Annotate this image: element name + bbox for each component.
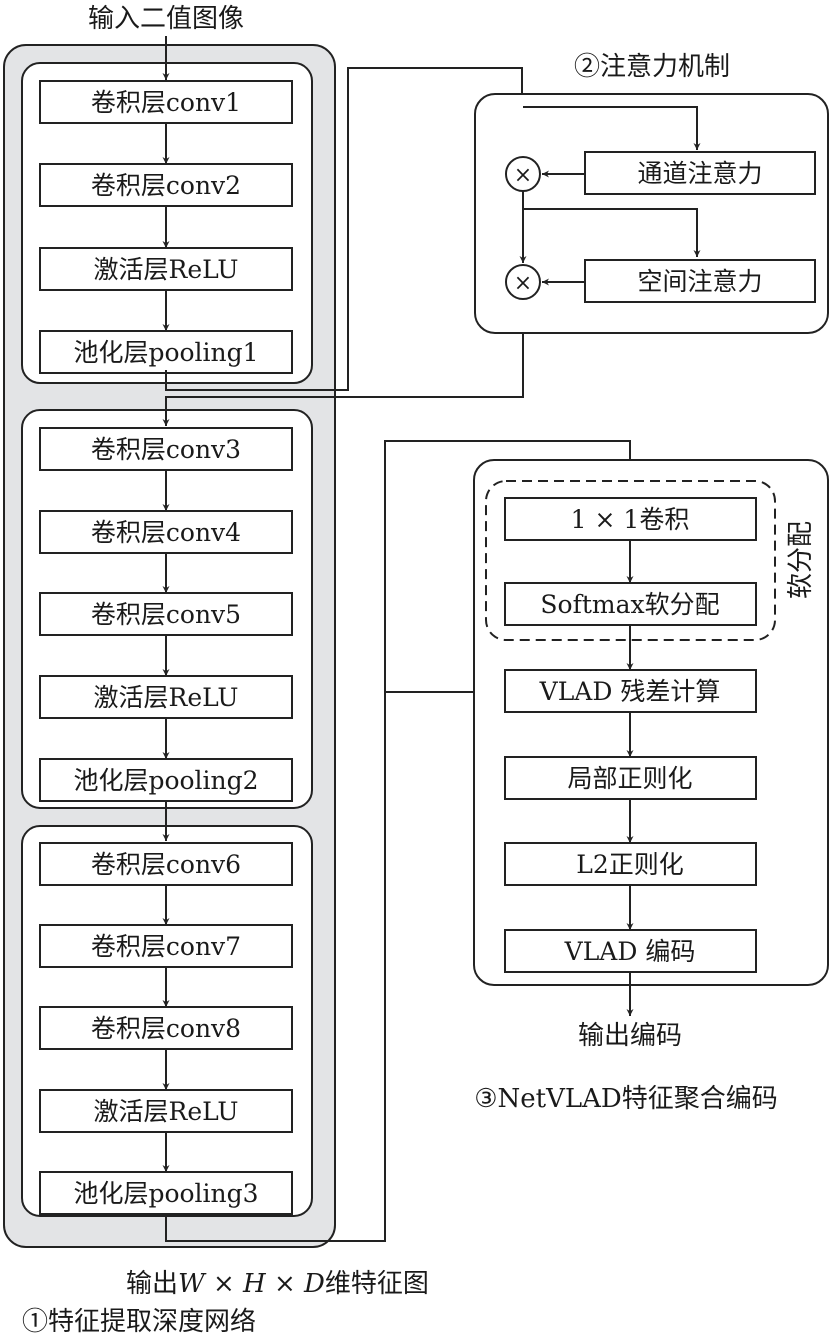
channel-multiply-node: × [505, 156, 541, 192]
netvlad-step-box [504, 929, 757, 973]
multiply-icon: × [514, 271, 532, 296]
layer-label: 池化层pooling2 [73, 766, 258, 795]
pool1-to-attention-connector [165, 67, 526, 391]
layer-label: 池化层pooling3 [73, 1179, 258, 1208]
netvlad-step-label: L2正则化 [576, 850, 684, 879]
layer-box [39, 1006, 293, 1050]
spatial-multiply-node: × [505, 264, 541, 300]
netvlad-step-label: 1 × 1卷积 [571, 505, 690, 534]
spatial-attention-tap [523, 208, 701, 257]
netvlad-step-box [504, 582, 757, 626]
layer-label: 卷积层conv3 [91, 435, 241, 464]
netvlad-output-label: 输出编码 [578, 1021, 682, 1051]
layer-box [39, 330, 293, 374]
channel-attention-label: 通道注意力 [637, 159, 762, 188]
netvlad-step-label: VLAD 编码 [564, 937, 696, 966]
netvlad-step-label: VLAD 残差计算 [539, 677, 721, 706]
layer-label: 激活层ReLU [94, 255, 239, 284]
layer-box [39, 758, 293, 802]
pool3-to-netvlad-connector [165, 440, 634, 1242]
netvlad-step-box [504, 756, 757, 800]
feature-map-output-label: 输出W × H × D维特征图 [126, 1269, 429, 1299]
layer-label: 卷积层conv1 [91, 88, 241, 117]
attention-title: ②注意力机制 [574, 52, 730, 82]
input-label: 输入二值图像 [88, 4, 244, 34]
netvlad-step-box [504, 669, 757, 713]
layer-box [39, 1089, 293, 1133]
layer-box [39, 247, 293, 291]
netvlad-title: ③NetVLAD特征聚合编码 [474, 1084, 778, 1114]
layer-label: 激活层ReLU [94, 683, 239, 712]
channel-attention-box [584, 151, 816, 195]
layer-box [39, 80, 293, 124]
channel-attention-tap [523, 106, 701, 150]
netvlad-step-label: Softmax软分配 [540, 590, 719, 619]
layer-label: 卷积层conv2 [91, 171, 241, 200]
layer-label: 卷积层conv4 [91, 518, 241, 547]
netvlad-step-box [504, 842, 757, 886]
spatial-attention-box [584, 259, 816, 303]
layer-label: 卷积层conv6 [91, 850, 241, 879]
layer-label: 卷积层conv5 [91, 600, 241, 629]
spatial-attention-label: 空间注意力 [637, 267, 762, 296]
soft-assign-group [485, 480, 776, 641]
multiply-icon: × [514, 163, 532, 188]
layer-box [39, 510, 293, 554]
layer-label: 卷积层conv8 [91, 1014, 241, 1043]
layer-box [39, 842, 293, 886]
feature-network-title: ①特征提取深度网络 [22, 1307, 256, 1337]
netvlad-step-label: 局部正则化 [567, 764, 692, 793]
layer-box [39, 592, 293, 636]
attention-to-block2-connector [162, 299, 524, 426]
netvlad-step-box [504, 497, 757, 541]
soft-assign-group-label: 软分配 [786, 521, 816, 599]
layer-label: 激活层ReLU [94, 1097, 239, 1126]
layer-label: 卷积层conv7 [91, 932, 241, 961]
layer-box [39, 924, 293, 968]
layer-box [39, 675, 293, 719]
layer-label: 池化层pooling1 [73, 338, 258, 367]
